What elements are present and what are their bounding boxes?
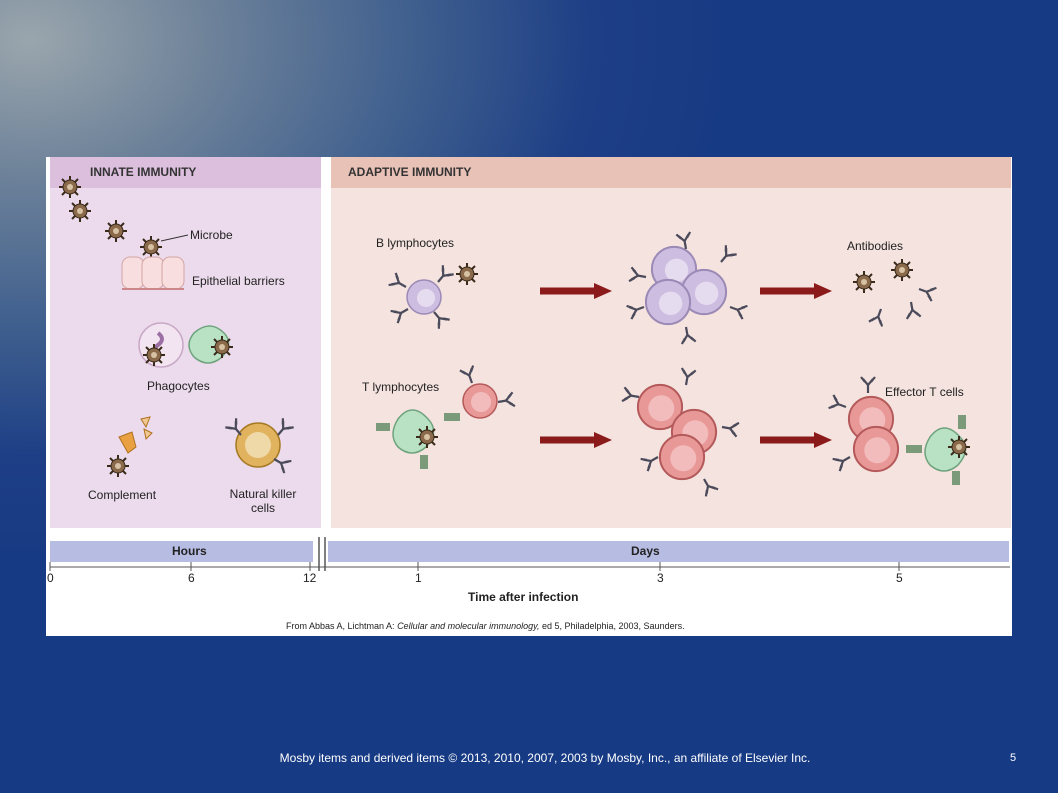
source-credit: From Abbas A, Lichtman A: Cellular and m… [286, 621, 685, 631]
innate-header: INNATE IMMUNITY [50, 157, 321, 188]
innate-title: INNATE IMMUNITY [90, 165, 197, 179]
arrow-icon [760, 432, 832, 448]
arrow-icon [540, 283, 612, 299]
days-bar: Days [328, 541, 1009, 562]
copyright-footer: Mosby items and derived items © 2013, 20… [279, 751, 811, 765]
innate-immunity-panel: INNATE IMMUNITY [50, 157, 321, 528]
t-lymphocyte-icon [376, 364, 517, 469]
tick-label: 12 [303, 571, 317, 585]
page-number: 5 [1010, 752, 1017, 764]
tick-label: 5 [896, 571, 903, 585]
complement-label: Complement [88, 488, 157, 502]
t-cell-clone-icon [620, 366, 741, 498]
diagram-illustration [49, 175, 1010, 571]
time-axis-title: Time after infection [468, 590, 579, 604]
b-cell-clone-icon [625, 230, 749, 346]
antibodies-label: Antibodies [847, 239, 904, 253]
adaptive-immunity-panel: ADAPTIVE IMMUNITY [331, 157, 1011, 528]
microbe-label: Microbe [190, 228, 233, 242]
epithelial-barriers-label: Epithelial barriers [192, 274, 285, 288]
natural-killer-cell-icon [224, 417, 295, 475]
effector-t-cell-icon [827, 375, 971, 485]
t-lymphocytes-label: T lymphocytes [362, 380, 440, 394]
hours-label: Hours [172, 544, 207, 558]
epithelial-barrier-icon [121, 256, 185, 290]
tick-label: 3 [657, 571, 664, 585]
immunity-figure: INNATE IMMUNITY ADAPTIVE IMMUNITY [46, 157, 1012, 636]
b-lymphocyte-icon [387, 262, 479, 330]
adaptive-title: ADAPTIVE IMMUNITY [348, 165, 472, 179]
hours-bar: Hours [50, 541, 313, 562]
tick-label: 0 [47, 571, 54, 585]
antibody-icon [852, 258, 938, 328]
effector-t-cells-label: Effector T cells [885, 385, 964, 399]
tick-label: 6 [188, 571, 195, 585]
adaptive-header: ADAPTIVE IMMUNITY [331, 157, 1011, 188]
phagocytes-label: Phagocytes [147, 379, 210, 393]
arrow-icon [760, 283, 832, 299]
tick-label: 1 [415, 571, 422, 585]
natural-killer-cells-label: Natural killer cells [229, 487, 297, 515]
b-lymphocytes-label: B lymphocytes [376, 236, 455, 250]
days-label: Days [631, 544, 660, 558]
phagocyte-icon [138, 322, 234, 368]
microbe-icon [58, 175, 189, 259]
complement-icon [106, 416, 153, 478]
timeline-axis [49, 537, 1010, 571]
arrow-icon [540, 432, 612, 448]
